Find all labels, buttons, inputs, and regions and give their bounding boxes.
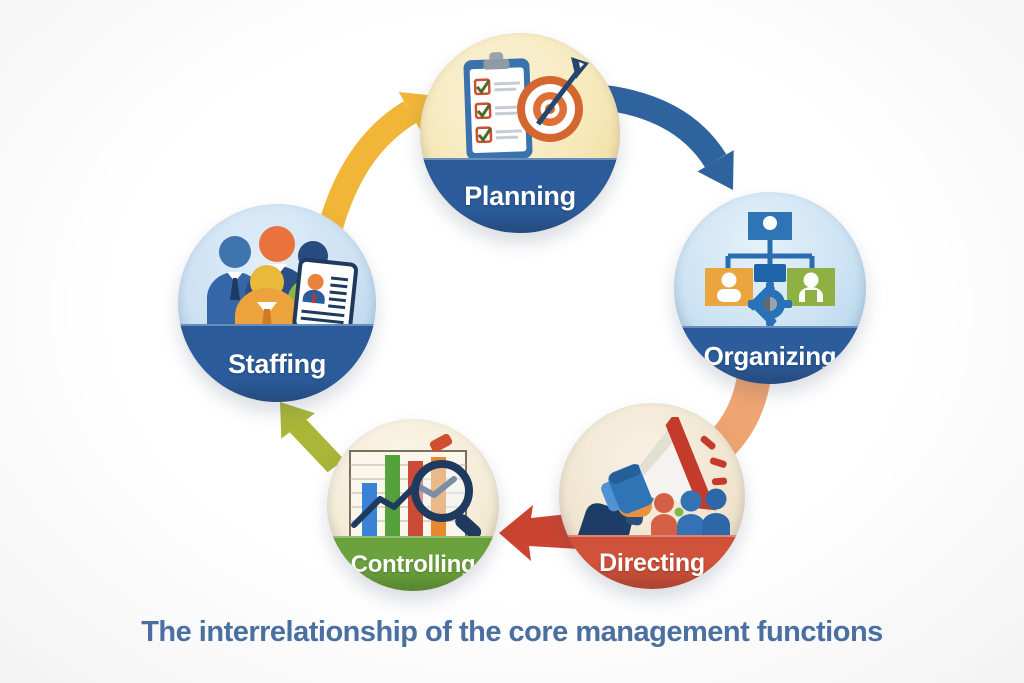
gear-icon: [748, 282, 792, 326]
sound-waves-icon: [700, 435, 728, 486]
node-staffing-label: Staffing: [227, 348, 327, 379]
node-controlling-band: Controlling: [327, 536, 499, 591]
node-controlling-label: Controlling: [350, 550, 476, 578]
controlling-icon: [349, 433, 482, 539]
node-directing: Directing: [559, 403, 745, 589]
resume-card-icon: [292, 257, 359, 335]
node-controlling: Controlling: [327, 419, 499, 591]
arrow-controlling-to-staffing: [280, 402, 345, 473]
target-dart-icon: [517, 57, 589, 142]
planning-icon: [463, 52, 589, 161]
node-planning-band: Planning: [420, 158, 620, 233]
directing-icon: [574, 417, 730, 547]
node-organizing-label: Organizing: [703, 340, 837, 371]
clipboard-checklist-icon: [463, 52, 533, 161]
line-graph-icon: [351, 476, 457, 528]
node-staffing: Staffing: [178, 204, 376, 402]
node-organizing-band: Organizing: [674, 326, 866, 384]
node-planning: Planning: [420, 33, 620, 233]
node-staffing-band: Staffing: [178, 324, 376, 402]
node-planning-label: Planning: [464, 181, 576, 211]
staffing-icon: [207, 226, 359, 338]
organizing-icon: [705, 212, 835, 326]
node-directing-band: Directing: [559, 535, 745, 589]
node-directing-label: Directing: [599, 548, 705, 577]
megaphone-icon: [601, 417, 717, 514]
diagram-caption: The interrelationship of the core manage…: [141, 616, 883, 648]
node-organizing: Organizing: [674, 192, 866, 384]
org-chart-icon: [705, 212, 835, 306]
magnifier-icon: [411, 460, 482, 539]
